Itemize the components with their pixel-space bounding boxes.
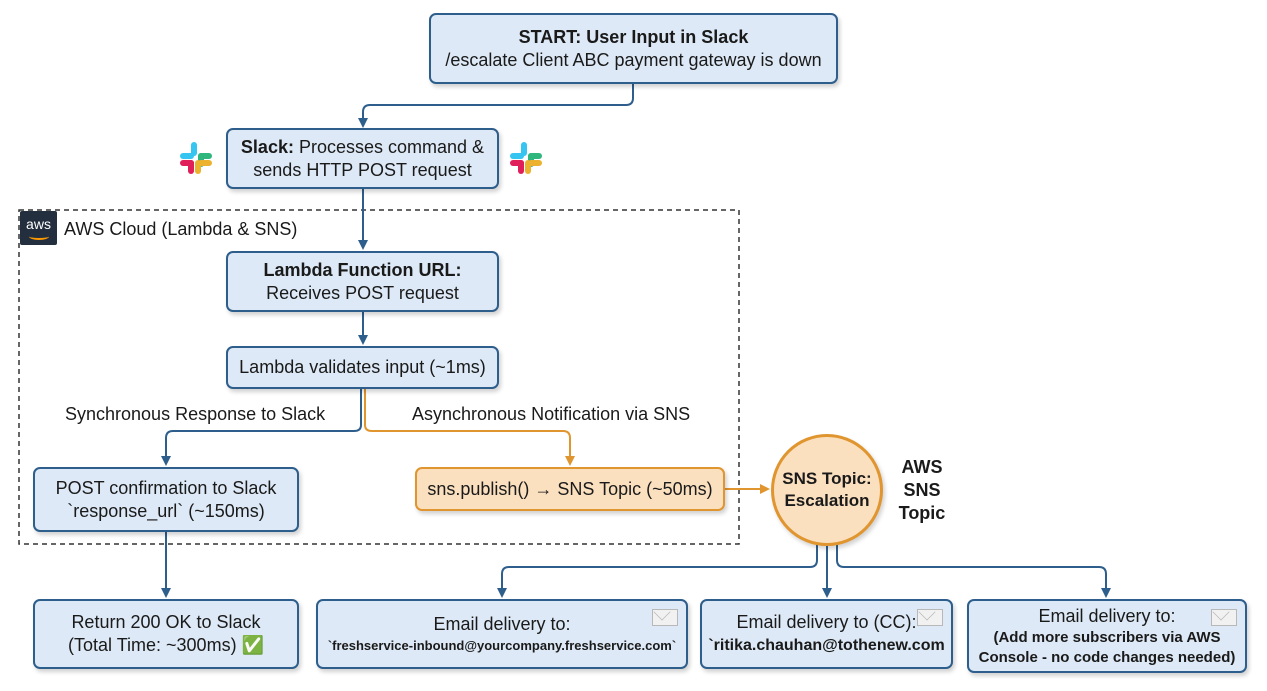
email-3-line3: Console - no code changes needed)	[978, 648, 1236, 666]
return-ok-node: Return 200 OK to Slack (Total Time: ~300…	[33, 599, 299, 669]
sns-topic-line1: SNS Topic:	[782, 469, 872, 488]
slack-logo-icon	[180, 142, 212, 174]
email-envelope-icon	[1211, 609, 1237, 626]
email-2-address: `ritika.chauhan@tothenew.com	[708, 637, 945, 654]
email-delivery-2-node: Email delivery to (CC): `ritika.chauhan@…	[700, 599, 953, 669]
async-branch-label: Asynchronous Notification via SNS	[412, 404, 691, 424]
sns-topic-side-label: AWS SNS Topic	[897, 456, 947, 525]
sync-branch-label: Synchronous Response to Slack	[65, 404, 326, 424]
email-envelope-icon	[917, 609, 943, 626]
sns-side-label-1: AWS	[901, 457, 943, 477]
email-envelope-icon	[652, 609, 678, 626]
validate-node: Lambda validates input (~1ms)	[226, 346, 499, 389]
email-3-title: Email delivery to:	[1038, 605, 1176, 626]
slack-text-line1: Processes command &	[298, 136, 485, 157]
sns-side-label-3: Topic	[898, 503, 946, 523]
sns-topic-node: SNS Topic: Escalation	[771, 434, 883, 546]
lambda-url-node: Lambda Function URL: Receives POST reque…	[226, 251, 499, 312]
aws-badge-text: aws	[26, 216, 51, 232]
sns-topic-line2: Escalation	[784, 491, 870, 510]
return-ok-line1: Return 200 OK to Slack	[71, 612, 261, 632]
arrow-topic-to-email-3	[836, 545, 1111, 598]
start-node: START: User Input in Slack /escalate Cli…	[429, 13, 838, 84]
aws-logo-icon: aws	[20, 211, 57, 245]
lambda-url-title: Lambda Function URL:	[263, 259, 462, 280]
slack-logo-icon	[510, 142, 542, 174]
post-confirm-line2: `response_url` (~150ms)	[67, 500, 265, 521]
post-confirm-line1: POST confirmation to Slack	[55, 477, 277, 498]
email-3-line2: (Add more subscribers via AWS	[993, 628, 1221, 646]
start-title: START: User Input in Slack	[518, 26, 749, 47]
sns-publish-node: sns.publish() → SNS Topic (~50ms)	[415, 467, 725, 511]
post-confirm-node: POST confirmation to Slack `response_url…	[33, 467, 299, 532]
email-delivery-1-node: Email delivery to: `freshservice-inbound…	[316, 599, 688, 669]
email-delivery-3-node: Email delivery to: (Add more subscribers…	[967, 599, 1247, 673]
slack-node: Slack: Processes command & sends HTTP PO…	[226, 128, 499, 189]
aws-cloud-boundary	[18, 209, 740, 545]
email-1-title: Email delivery to:	[433, 613, 571, 634]
arrow-validate-to-sns-publish	[364, 389, 575, 466]
slack-text-line2: sends HTTP POST request	[253, 159, 472, 180]
sns-publish-text: sns.publish() → SNS Topic (~50ms)	[427, 478, 713, 499]
aws-cloud-label: AWS Cloud (Lambda & SNS)	[64, 219, 298, 239]
start-command: /escalate Client ABC payment gateway is …	[445, 49, 822, 70]
lambda-url-text: Receives POST request	[266, 282, 459, 303]
sns-side-label-2: SNS	[903, 480, 941, 500]
slack-title: Slack:	[240, 136, 294, 157]
arrow-validate-to-post-confirm	[161, 389, 362, 466]
arrow-start-to-slack	[358, 84, 634, 128]
validate-text: Lambda validates input (~1ms)	[239, 357, 486, 377]
return-ok-line2: (Total Time: ~300ms) ✅	[68, 635, 264, 655]
email-1-address: `freshservice-inbound@yourcompany.freshs…	[327, 637, 677, 653]
email-2-title: Email delivery to (CC):	[736, 612, 917, 632]
arrow-topic-to-email-1	[497, 545, 818, 598]
